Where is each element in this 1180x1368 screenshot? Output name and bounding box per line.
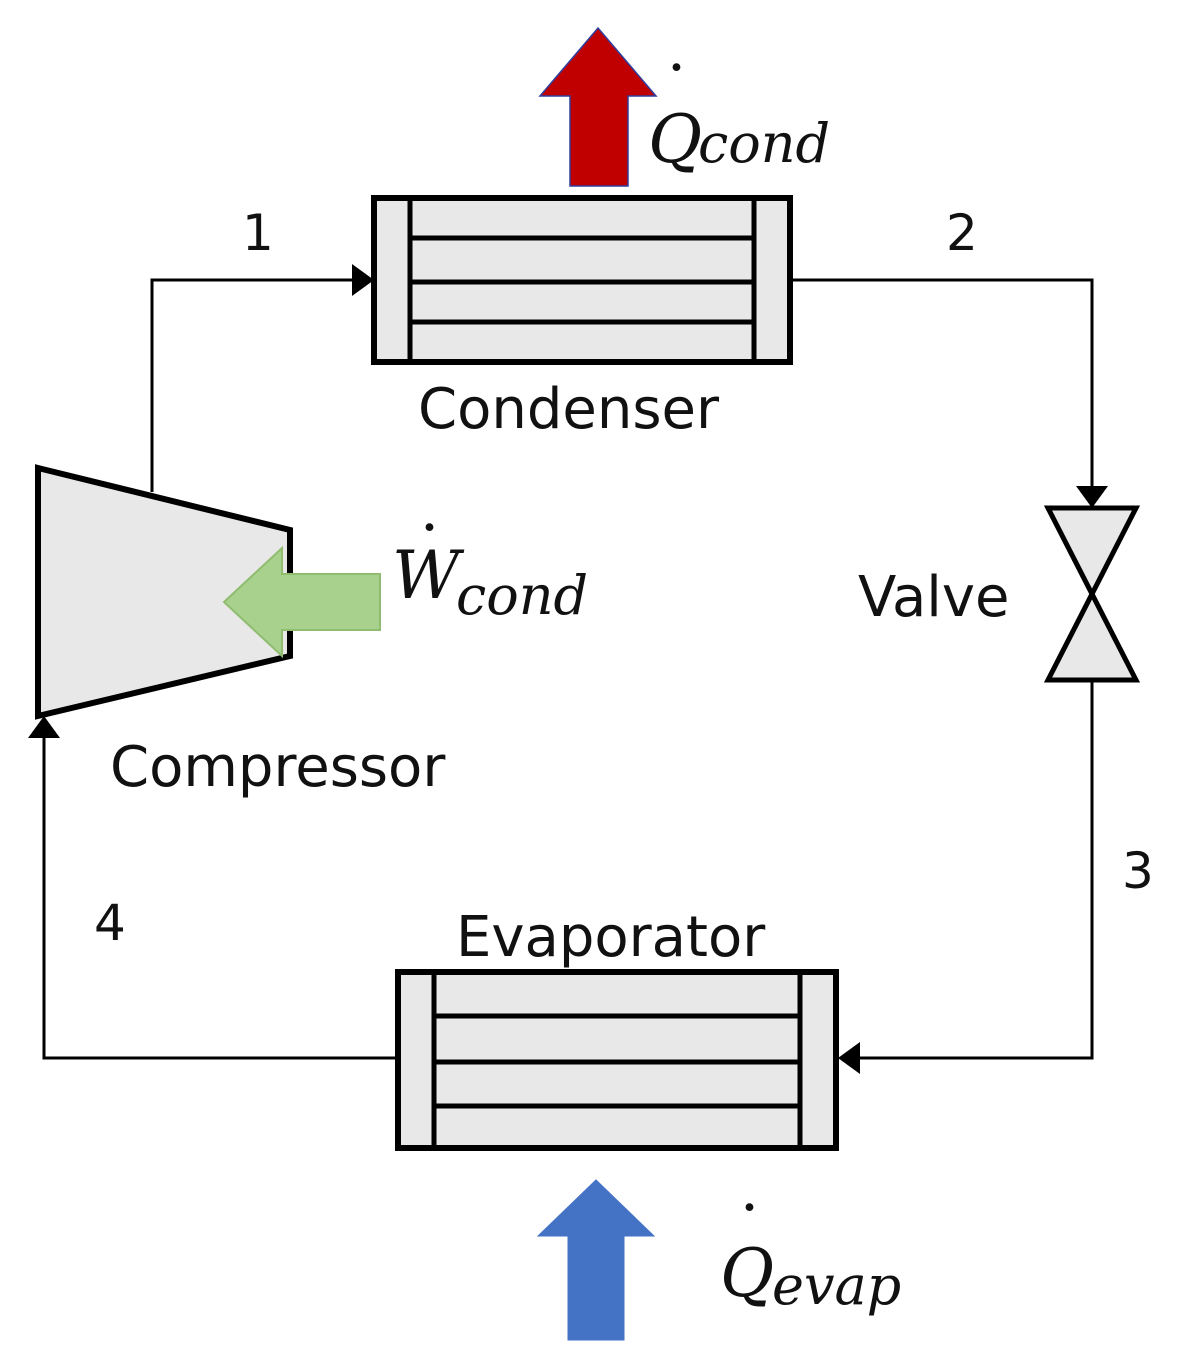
line-evaporator-to-compressor	[42, 720, 396, 1060]
svg-text:·: ·	[667, 33, 686, 103]
condenser-label: Condenser	[418, 377, 720, 442]
q-evap-symbol: Q	[720, 1235, 774, 1312]
flow-arrowheads	[28, 264, 1108, 1074]
state-4-label: 4	[94, 894, 126, 952]
w-cond-label: · W cond	[392, 493, 588, 627]
q-evap-subscript: evap	[772, 1254, 901, 1317]
arrowhead-into-compressor	[28, 716, 60, 738]
arrowhead-into-evaporator	[838, 1042, 860, 1074]
valve-label: Valve	[858, 565, 1009, 630]
evaporator-heat-arrow	[536, 1179, 656, 1341]
work-arrow	[222, 545, 381, 659]
w-cond-subscript: cond	[456, 564, 588, 627]
compressor-label: Compressor	[110, 735, 446, 800]
condenser	[371, 195, 793, 365]
state-2-label: 2	[946, 204, 978, 262]
state-1-label: 1	[242, 204, 274, 262]
condenser-heat-arrow	[538, 26, 658, 187]
line-valve-to-evaporator	[840, 680, 1094, 1060]
svg-text:·: ·	[420, 493, 439, 563]
svg-text:·: ·	[740, 1173, 759, 1243]
q-cond-label: · Q cond	[648, 33, 830, 178]
arrowhead-into-condenser	[352, 264, 374, 296]
line-compressor-to-condenser	[150, 278, 372, 492]
piping	[42, 278, 1094, 1060]
evaporator	[395, 969, 839, 1151]
valve	[1043, 505, 1141, 683]
w-cond-symbol: W	[392, 537, 465, 614]
q-cond-subscript: cond	[698, 112, 830, 175]
q-evap-label: · Q evap	[720, 1173, 901, 1317]
line-condenser-to-valve	[792, 278, 1094, 506]
compressor	[35, 464, 293, 720]
q-cond-symbol: Q	[648, 101, 702, 178]
arrowhead-into-valve	[1076, 486, 1108, 508]
state-3-label: 3	[1122, 842, 1154, 900]
evaporator-label: Evaporator	[456, 905, 766, 970]
